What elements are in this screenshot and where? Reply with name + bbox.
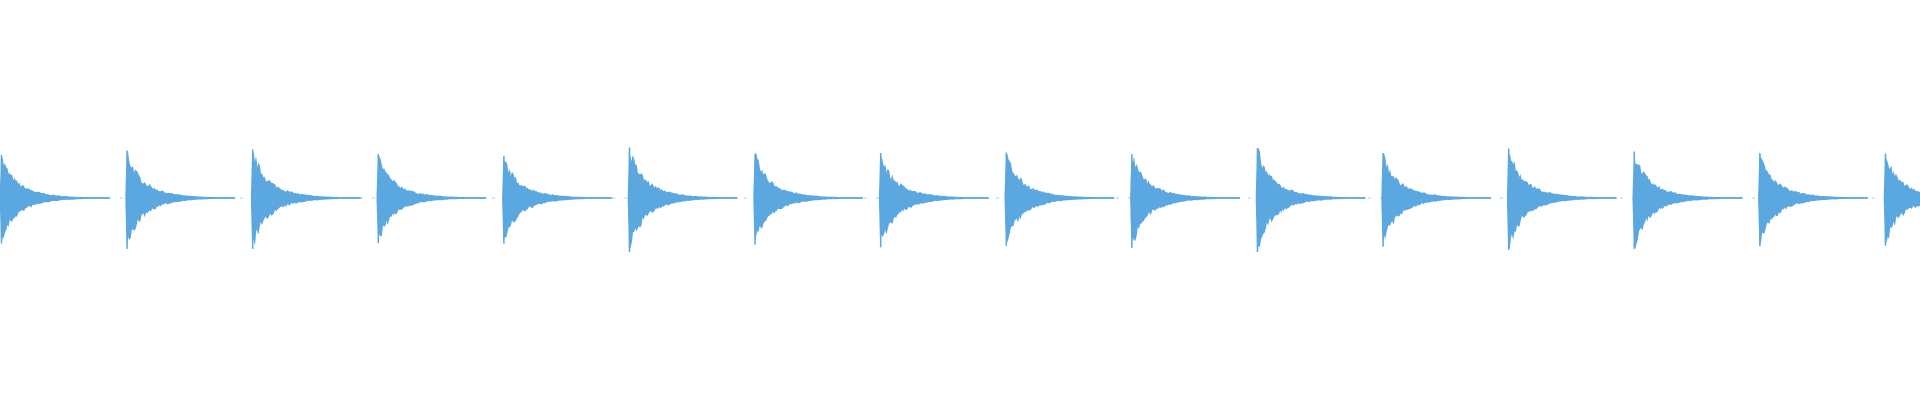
waveform-pulse-shape: [125, 151, 236, 247]
waveform-pulse: [1381, 153, 1492, 247]
waveform-pulse: [1130, 154, 1240, 248]
waveform-pulse-shape: [1883, 155, 1920, 245]
waveform-pulse: [1883, 153, 1920, 246]
waveform-pulse: [376, 154, 487, 244]
waveform-pulse-shape: [753, 152, 864, 243]
waveform-pulse: [1506, 148, 1617, 250]
waveform-pulse-shape: [627, 149, 738, 251]
waveform-pulse: [1255, 147, 1366, 252]
waveform-pulse: [125, 150, 236, 249]
waveform-pulse: [1004, 152, 1115, 246]
waveform-pulse: [250, 149, 361, 249]
waveform-pulse: [1758, 153, 1868, 247]
waveform-pulse-shape: [1130, 155, 1240, 246]
waveform-pulse-shape: [1758, 154, 1868, 246]
waveform-pulse: [502, 156, 612, 244]
waveform-pulse: [627, 147, 738, 252]
waveform-pulse-shape: [502, 157, 612, 242]
waveform-pulse-shape: [1255, 147, 1366, 251]
waveform-pulse-shape: [1381, 153, 1492, 245]
waveform-pulse-shape: [0, 156, 110, 242]
waveform-pulse-shape: [1004, 154, 1115, 245]
waveform-pulse-shape: [1632, 153, 1743, 249]
waveform-pulse: [878, 153, 989, 248]
waveform-pulse: [753, 152, 864, 245]
waveform-pulse-shape: [878, 154, 989, 246]
waveform-pulse: [1632, 151, 1743, 249]
waveform-pulse-shape: [1506, 150, 1617, 249]
waveform-pulse: [0, 155, 110, 244]
waveform-pulse-shape: [376, 155, 487, 242]
waveform-pulse-shape: [250, 150, 361, 247]
